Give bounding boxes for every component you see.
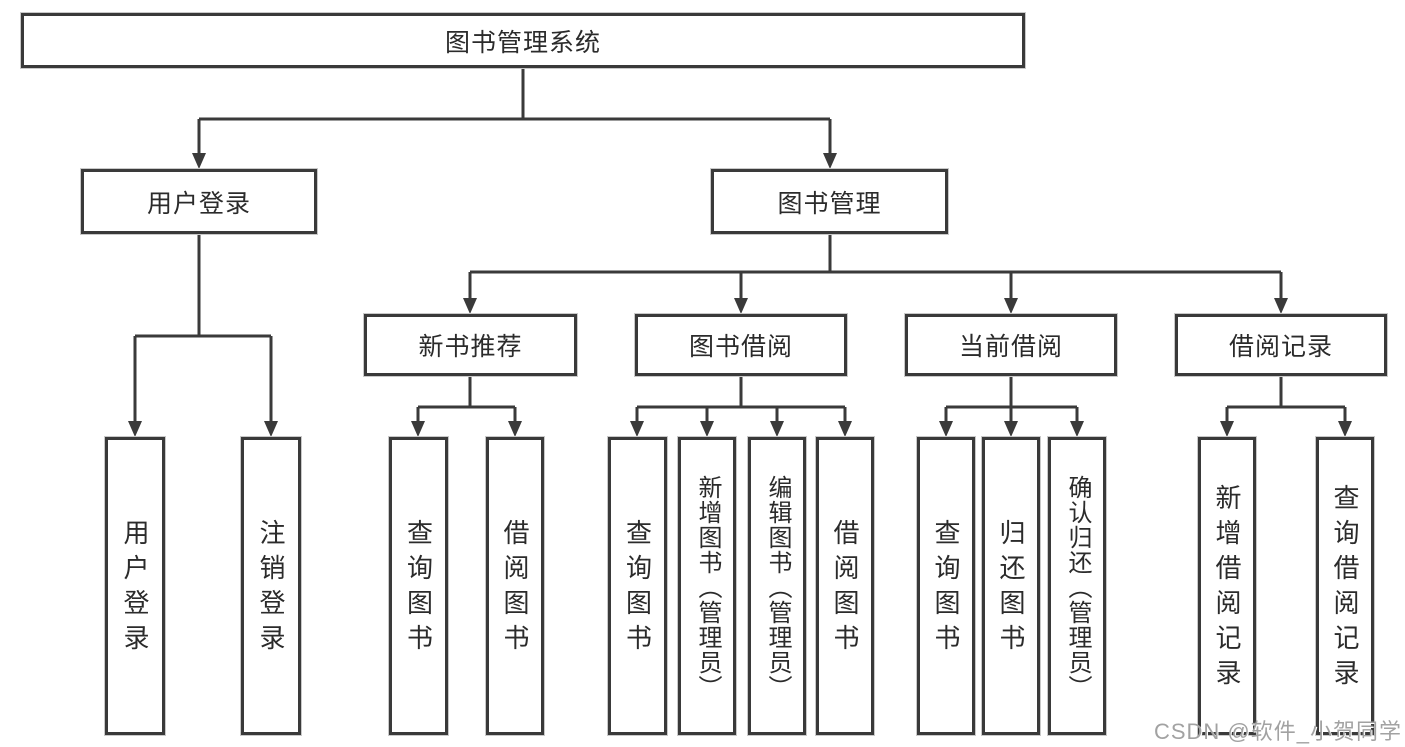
leaf-confirm-return-admin: 确认归还（管理员） — [1048, 437, 1106, 735]
leaf-query-book-2: 查询图书 — [608, 437, 667, 735]
node-user-login: 用户登录 — [81, 169, 317, 234]
leaf-add-borrow-record: 新增借阅记录 — [1198, 437, 1256, 735]
node-book-management: 图书管理 — [711, 169, 948, 234]
leaf-query-borrow-record: 查询借阅记录 — [1316, 437, 1374, 735]
csdn-watermark: CSDN @软件_小贺同学 — [1153, 719, 1402, 744]
leaf-edit-book-admin: 编辑图书（管理员） — [748, 437, 806, 735]
leaf-logout: 注销登录 — [241, 437, 301, 735]
leaf-add-book-admin: 新增图书（管理员） — [678, 437, 736, 735]
leaf-return-book: 归还图书 — [982, 437, 1040, 735]
node-borrow-records: 借阅记录 — [1175, 314, 1387, 376]
node-book-borrow: 图书借阅 — [635, 314, 847, 376]
leaf-borrow-book-1: 借阅图书 — [486, 437, 544, 735]
leaf-query-book-3: 查询图书 — [917, 437, 975, 735]
node-root: 图书管理系统 — [21, 13, 1025, 68]
node-current-borrow: 当前借阅 — [905, 314, 1117, 376]
node-new-book-recommend: 新书推荐 — [364, 314, 577, 376]
leaf-borrow-book-2: 借阅图书 — [816, 437, 874, 735]
leaf-user-login: 用户登录 — [105, 437, 165, 735]
leaf-query-book-1: 查询图书 — [389, 437, 448, 735]
